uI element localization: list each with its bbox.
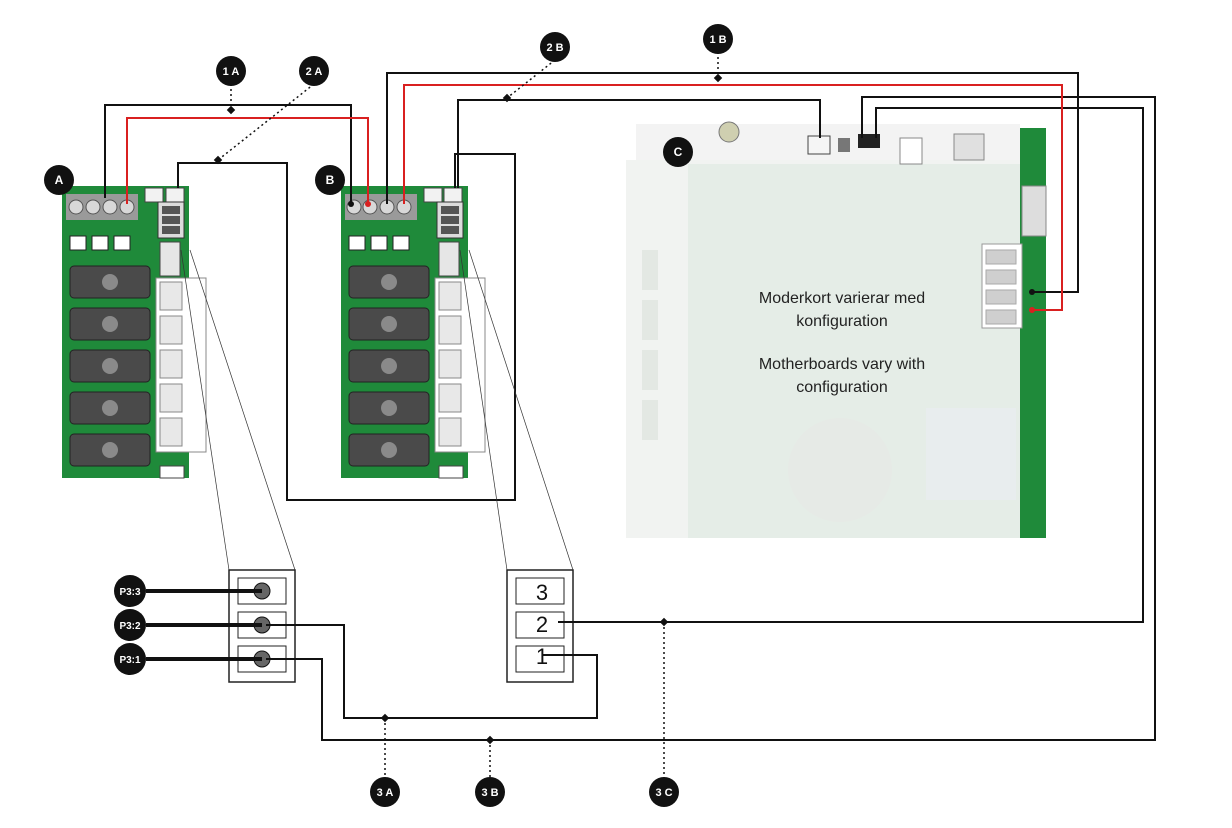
connector-number-1: 1 [536,644,548,669]
pin-p32-badge: P3:2 [114,609,146,641]
board-b-label: B [326,173,335,187]
pin-p31-badge: P3:1 [114,643,146,675]
callout-3b: 3 B [475,777,505,807]
callout-1b: 1 B [703,24,733,54]
pin-p33-label: P3:3 [119,587,141,598]
pin-p32-label: P3:2 [119,621,141,632]
callout-3c-label: 3 C [655,787,672,799]
callout-2b: 2 B [540,32,570,62]
callout-3a-label: 3 A [377,787,394,799]
note-en-line2: configuration [796,379,888,396]
callout-2b-label: 2 B [546,42,563,54]
board-b-badge: B [315,165,345,195]
connector-numbered [506,569,574,683]
board-c-badge: C [663,137,693,167]
zoom-lines [180,249,574,571]
callout-1a: 1 A [216,56,246,86]
board-a-badge: A [44,165,74,195]
wires-red [126,84,1063,311]
p3-leads [146,589,262,661]
callout-1a-label: 1 A [223,66,240,78]
connector-number-2: 2 [536,612,548,637]
pin-p31-label: P3:1 [119,655,141,666]
callout-3a: 3 A [370,777,400,807]
board-a-label: A [55,173,64,187]
callout-3c: 3 C [649,777,679,807]
relay-board-a [62,186,207,479]
note-en-line1: Motherboards vary with [759,356,925,373]
motherboard-c [626,121,1047,538]
connector-number-3: 3 [536,580,548,605]
callout-leaders [217,52,719,778]
note-sv-line2: konfiguration [796,313,888,330]
callout-2a-label: 2 A [306,66,323,78]
callout-3b-label: 3 B [481,787,498,799]
relay-board-b [341,186,486,479]
board-c-label: C [674,145,683,159]
callout-2a: 2 A [299,56,329,86]
pin-p33-badge: P3:3 [114,575,146,607]
note-sv-line1: Moderkort varierar med [759,290,925,307]
callout-1b-label: 1 B [709,34,726,46]
